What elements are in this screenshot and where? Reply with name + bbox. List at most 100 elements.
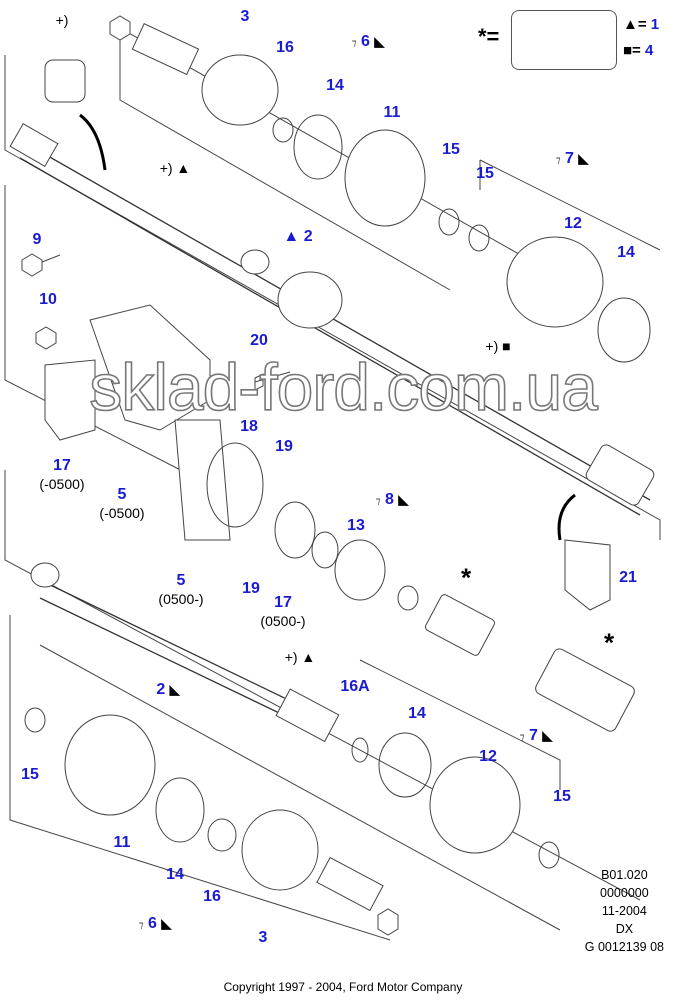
circlip	[272, 117, 294, 143]
callout: 15	[476, 165, 494, 182]
boot-small	[334, 539, 386, 601]
callout: 21	[619, 569, 637, 586]
diagram-number: 0000000	[600, 886, 649, 900]
legend-square: ■= 4	[623, 42, 654, 59]
callout: 16A	[340, 678, 370, 695]
callout: 3	[240, 8, 250, 25]
callout: 11	[383, 104, 401, 121]
inner-joint-housing	[277, 271, 343, 329]
callout: 14	[408, 705, 426, 722]
callout: 20	[250, 332, 268, 349]
bush	[44, 59, 86, 103]
diagram-date: 11-2004	[601, 904, 647, 918]
ring-lower	[207, 818, 237, 852]
tripod-lower	[30, 562, 60, 588]
ring	[311, 531, 339, 569]
callout: 15	[442, 141, 460, 158]
clamp-small-2	[468, 224, 490, 252]
callout: 2 ◣	[156, 681, 180, 698]
bolt	[21, 253, 61, 277]
frame-lower-shaft	[4, 470, 641, 901]
bearing-clamp	[206, 442, 264, 528]
frame-lower-joint	[9, 615, 561, 941]
upper-shaft	[19, 139, 651, 516]
star-marker: *	[460, 562, 472, 593]
callout: +) ■	[485, 338, 511, 354]
watermark: sklad-ford.com.ua	[88, 350, 598, 424]
circlip-16a	[351, 737, 369, 763]
copyright: Copyright 1997 - 2004, Ford Motor Compan…	[223, 980, 463, 994]
callout: 17	[53, 457, 71, 474]
boot-lower-inner	[429, 756, 521, 854]
legend: *= ▲= 1 ■= 4	[475, 10, 685, 72]
legend-triangle: ▲= 1	[623, 16, 660, 33]
tripod	[240, 249, 270, 275]
intermediate-shaft	[425, 594, 495, 656]
callout: +) ▲	[159, 160, 191, 176]
callout: 18	[240, 418, 258, 435]
arrow	[79, 113, 107, 171]
callout: 14	[617, 244, 635, 261]
callout: 13	[347, 517, 365, 534]
clamp-inner	[597, 297, 651, 363]
callout: 10	[39, 291, 57, 308]
callout: 9	[32, 231, 42, 248]
boot-inner	[506, 236, 604, 328]
lower-spline	[275, 688, 340, 743]
bracket-21	[564, 539, 611, 611]
bracket	[89, 304, 211, 431]
clamp-8	[397, 585, 419, 611]
callout: 11	[113, 834, 131, 851]
callout: 3	[258, 929, 268, 946]
callout: 16	[276, 39, 294, 56]
frame-bracket	[4, 185, 201, 481]
diagram-info: B01.020 0000000 11-2004 DX G 0012139 08	[585, 866, 664, 956]
callout-note: (-0500)	[39, 476, 85, 492]
frame-upper-inner-kit	[479, 159, 661, 251]
gearbox-icon	[511, 10, 617, 70]
bearing-support	[174, 419, 231, 541]
callout: +) ▲	[284, 649, 316, 665]
clamp-large	[293, 114, 343, 180]
callout: 15	[553, 788, 571, 805]
boot-lower	[64, 714, 156, 816]
callout: 15	[21, 766, 39, 783]
callout: 17	[274, 594, 292, 611]
shaft-spline	[9, 123, 59, 167]
diagram-model: DX	[615, 922, 634, 936]
callout: 12	[479, 748, 497, 765]
clamp-15-lower	[538, 841, 560, 869]
legend-star: *=	[478, 24, 500, 49]
clamp-lower	[24, 707, 46, 733]
clamp-14-lower	[378, 732, 432, 798]
star-marker: *	[603, 627, 615, 658]
callout: ⁊ 6 ◣	[138, 915, 172, 932]
clamp-small	[438, 208, 460, 236]
arrow-2	[557, 493, 576, 541]
callout-note: (0500-)	[158, 591, 204, 607]
callout: ⁊ 7 ◣	[555, 150, 589, 167]
frame-upper-shaft	[4, 55, 661, 540]
diff-housing	[535, 648, 635, 732]
nut	[35, 326, 57, 350]
callout: 14	[326, 77, 344, 94]
outer-stub-lower	[316, 856, 384, 912]
bearing	[274, 501, 316, 559]
clamp-lower-large	[155, 777, 205, 843]
callout: ⁊ 7 ◣	[519, 727, 553, 744]
callout: ⁊ 8 ◣	[375, 491, 409, 508]
callout: 12	[564, 215, 582, 232]
callout: ▲ 2	[283, 228, 313, 245]
callout: 16	[203, 888, 221, 905]
hub-nut-lower	[377, 908, 399, 936]
diagram-code: B01.020	[601, 868, 648, 882]
callout: 19	[242, 580, 260, 597]
frame-lower-kit	[359, 659, 561, 790]
callout-note: (0500-)	[260, 613, 306, 629]
outer-cv-joint	[201, 54, 279, 126]
callout: +)	[55, 12, 69, 28]
callout: 14	[166, 866, 184, 883]
callout-note: (-0500)	[99, 505, 145, 521]
